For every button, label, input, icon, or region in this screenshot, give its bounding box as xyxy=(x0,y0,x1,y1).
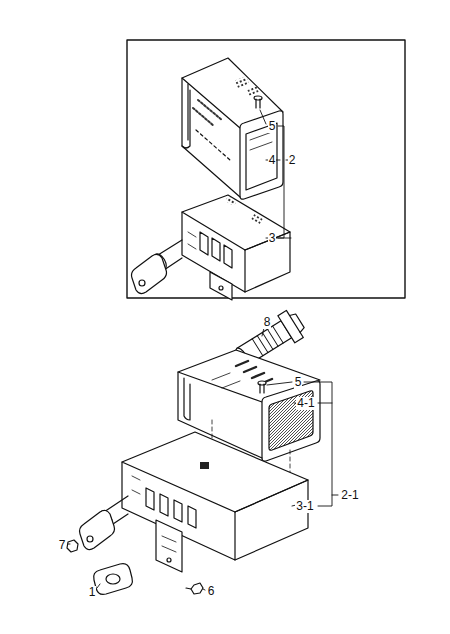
callout-number: 1 xyxy=(88,586,97,599)
muffler-body xyxy=(132,195,291,300)
inset-frame xyxy=(127,40,405,298)
callout-number: 8 xyxy=(263,316,272,329)
callout-number: 6 xyxy=(207,585,216,598)
gasket xyxy=(94,564,133,595)
callout-number: 2-1 xyxy=(340,489,359,502)
callout-number: 5 xyxy=(294,376,303,389)
leader-line xyxy=(68,110,338,590)
nut xyxy=(67,540,78,552)
heat-shield xyxy=(182,58,283,199)
callout-number: 3-1 xyxy=(295,500,314,513)
callout-number: 4 xyxy=(268,154,277,167)
callout-number: 5 xyxy=(268,120,277,133)
callout-number: 2 xyxy=(288,154,297,167)
muffler-body xyxy=(80,432,309,572)
callout-number: 4-1 xyxy=(296,397,315,410)
callout-number: 7 xyxy=(58,539,67,552)
bolt xyxy=(258,381,266,393)
bolt xyxy=(254,96,262,108)
callout-number: 3 xyxy=(268,232,277,245)
bolt xyxy=(186,583,203,594)
